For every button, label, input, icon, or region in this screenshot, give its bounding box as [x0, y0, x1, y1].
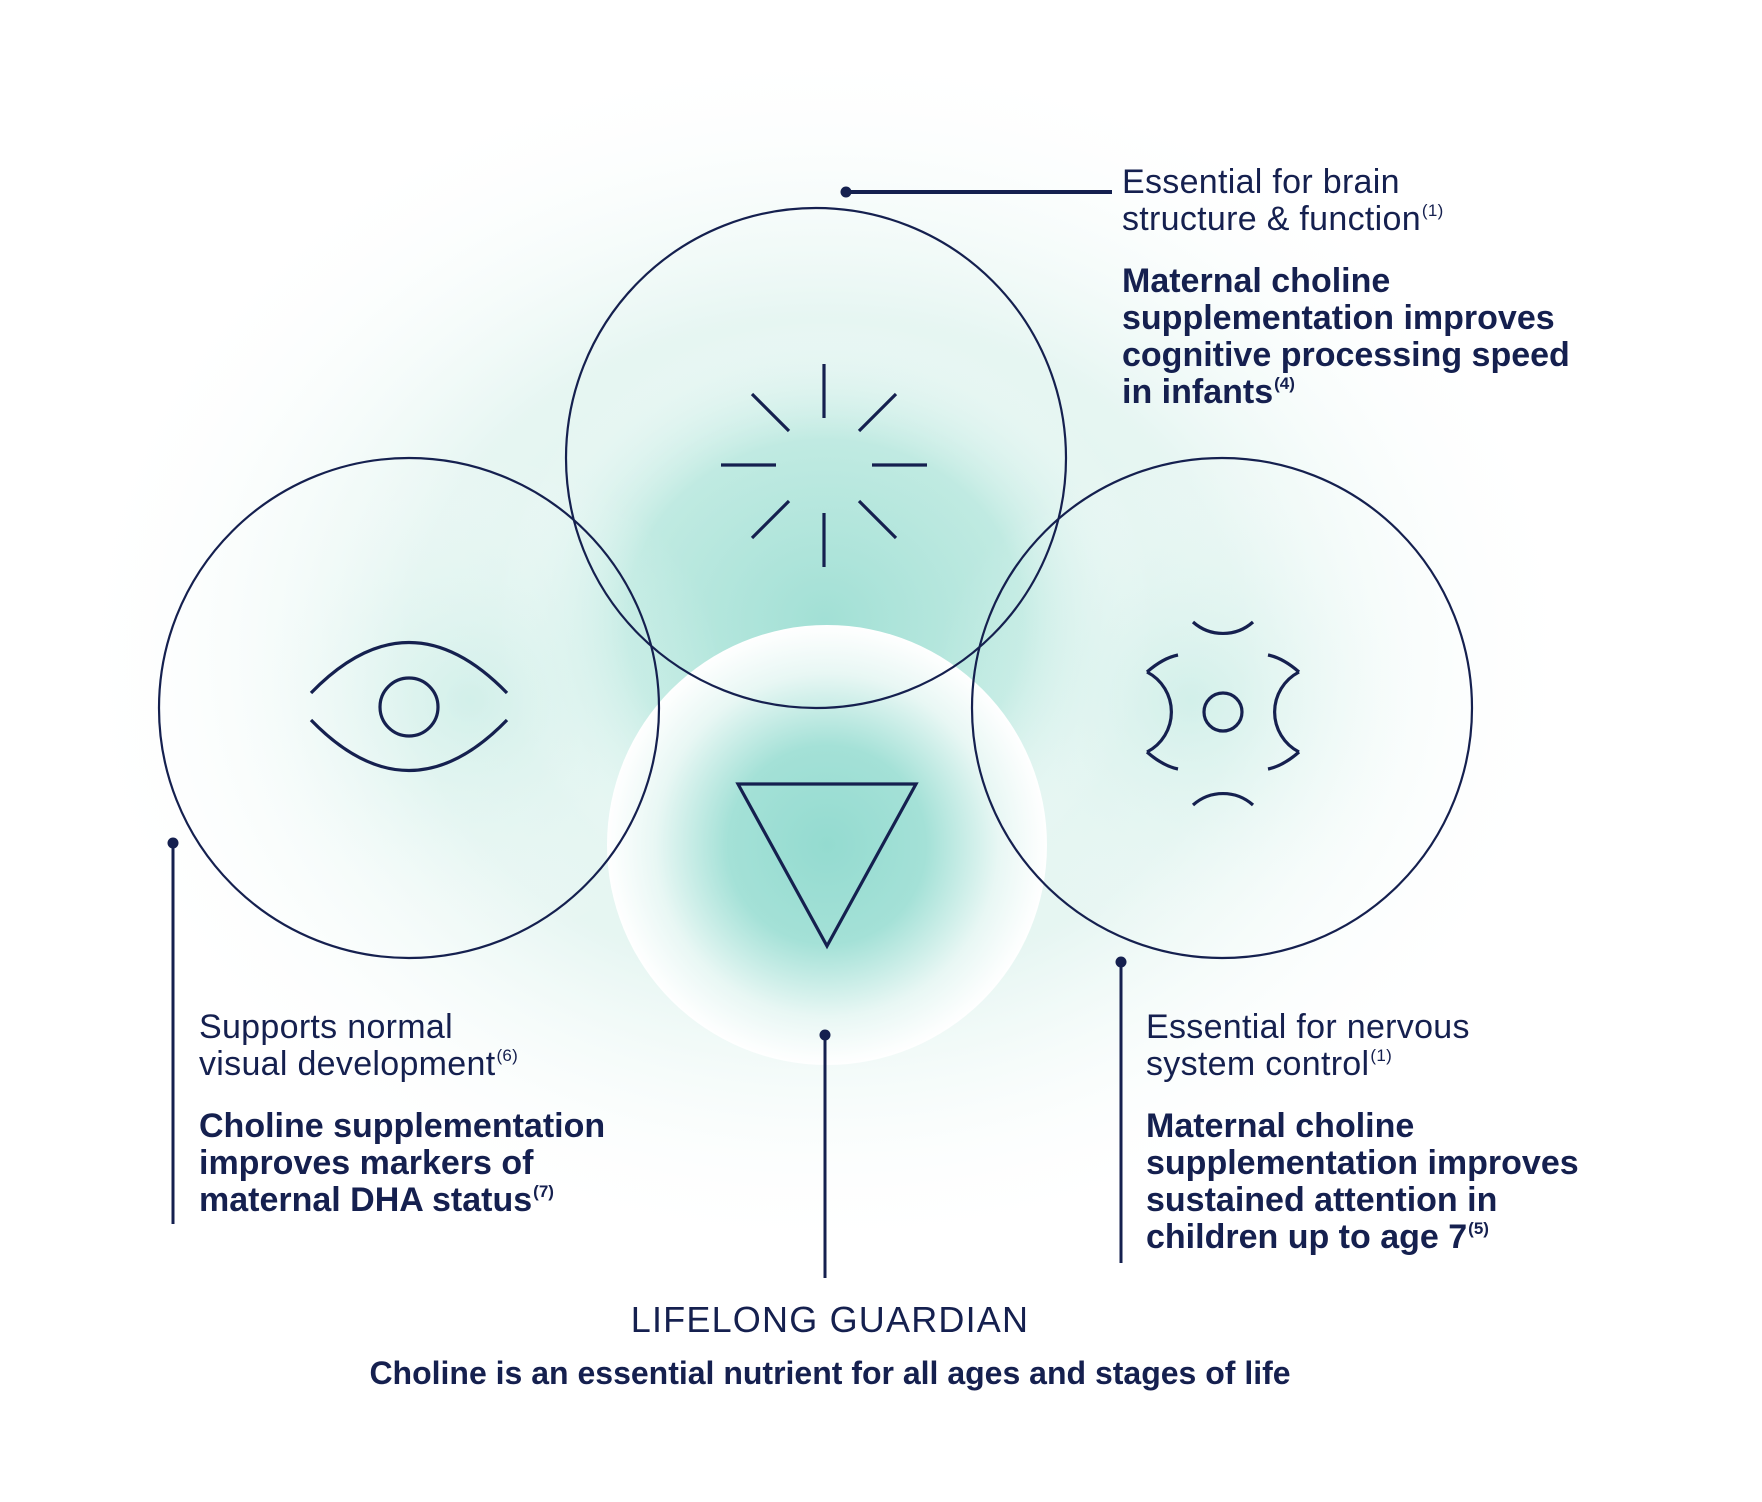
connector-right: [1115, 956, 1127, 1263]
left-circle: [157, 456, 661, 960]
brain-subtitle-ref: (1): [1421, 201, 1444, 220]
vision-callout: Supports normal visual development(6) Ch…: [199, 1009, 605, 1219]
brain-subtitle: Essential for brain structure & function…: [1122, 164, 1570, 238]
brain-subtitle-line1: Essential for brain: [1122, 163, 1400, 201]
brain-claim-line1: Maternal choline: [1122, 262, 1391, 300]
right-circle: [970, 456, 1474, 960]
brain-claim-line3: cognitive processing speed: [1122, 336, 1570, 374]
brain-claim-ref: (4): [1274, 374, 1295, 393]
vision-subtitle-line2: visual development: [199, 1045, 496, 1083]
vision-claim-line1: Choline supplementation: [199, 1107, 606, 1145]
nervous-claim-line3: sustained attention in: [1146, 1181, 1498, 1219]
vision-claim: Choline supplementation improves markers…: [199, 1108, 605, 1219]
vision-claim-ref: (7): [533, 1182, 554, 1201]
nervous-subtitle-line1: Essential for nervous: [1146, 1008, 1470, 1046]
brain-callout: Essential for brain structure & function…: [1122, 164, 1570, 411]
vision-claim-line3: maternal DHA status: [199, 1181, 533, 1219]
triangle-icon: [735, 782, 919, 950]
nervous-claim: Maternal choline supplementation improve…: [1146, 1108, 1579, 1256]
top-circle: [564, 206, 1068, 710]
sparkle-icon: [721, 364, 927, 567]
neuron-icon: [1145, 620, 1301, 807]
nervous-claim-ref: (5): [1468, 1219, 1489, 1238]
vision-claim-line2: improves markers of: [199, 1144, 534, 1182]
eye-icon: [309, 640, 509, 773]
left-glow: [210, 450, 730, 950]
nervous-subtitle-line2: system control: [1146, 1045, 1370, 1083]
nervous-subtitle: Essential for nervous system control(1): [1146, 1009, 1579, 1083]
nervous-claim-line1: Maternal choline: [1146, 1107, 1415, 1145]
connector-left: [167, 837, 179, 1224]
vision-subtitle: Supports normal visual development(6): [199, 1009, 605, 1083]
center-title: LIFELONG GUARDIAN: [630, 1299, 1030, 1340]
vision-subtitle-ref: (6): [496, 1046, 519, 1065]
vision-subtitle-line1: Supports normal: [199, 1008, 453, 1046]
nervous-subtitle-ref: (1): [1370, 1046, 1393, 1065]
brain-claim: Maternal choline supplementation improve…: [1122, 263, 1570, 411]
center-subtitle: Choline is an essential nutrient for all…: [369, 1355, 1291, 1391]
brain-claim-line2: supplementation improves: [1122, 299, 1555, 337]
brain-subtitle-line2: structure & function: [1122, 200, 1421, 238]
nervous-callout: Essential for nervous system control(1) …: [1146, 1009, 1579, 1256]
connector-center: [819, 1029, 831, 1278]
nervous-claim-line4: children up to age 7: [1146, 1218, 1468, 1256]
brain-claim-line4: in infants: [1122, 373, 1274, 411]
connector-top: [840, 186, 1112, 198]
nervous-claim-line2: supplementation improves: [1146, 1144, 1579, 1182]
right-glow: [930, 450, 1450, 950]
center-circle: [607, 625, 1047, 1065]
